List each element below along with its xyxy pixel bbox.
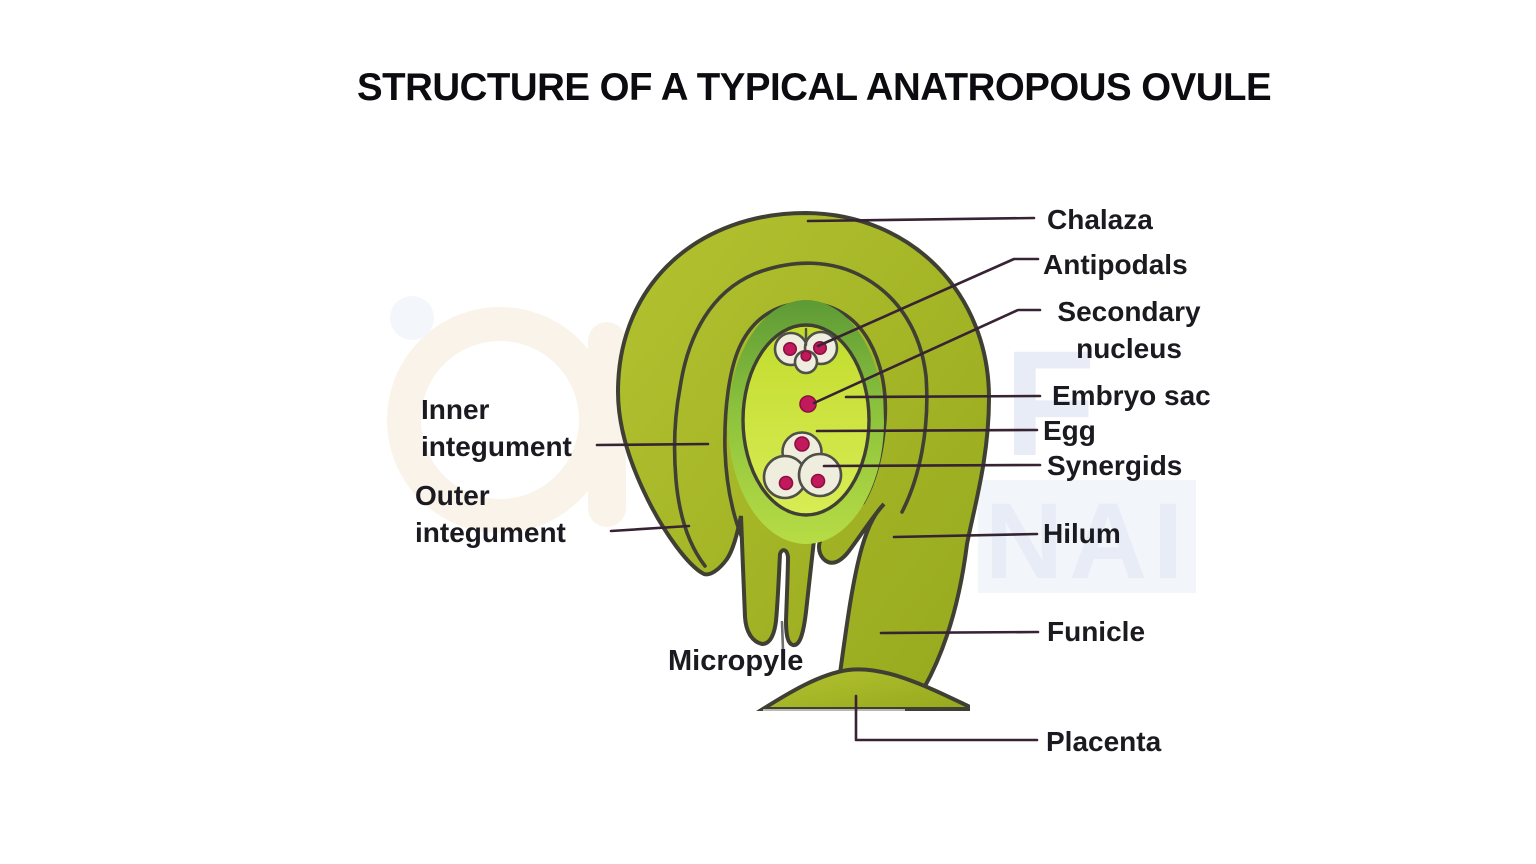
antipodal-nucleus	[800, 350, 812, 362]
placenta-shape	[756, 667, 970, 711]
label-egg: Egg	[1043, 415, 1096, 446]
antipodal-nucleus	[782, 341, 797, 356]
label-secondary-nucleus-line1: Secondary	[1057, 296, 1201, 327]
label-hilum: Hilum	[1043, 518, 1121, 549]
secondary-nucleus-dot	[799, 395, 817, 413]
label-inner-integument-line2: integument	[421, 431, 572, 462]
synergid-nucleus	[778, 475, 794, 491]
label-funicle: Funicle	[1047, 616, 1146, 647]
label-micropyle: Micropyle	[668, 645, 804, 677]
label-embryo-sac: Embryo sac	[1052, 380, 1211, 411]
leader-antipodals	[816, 257, 1040, 348]
leader-lines	[595, 216, 1042, 742]
label-synergids: Synergids	[1047, 450, 1183, 481]
antipodal-cells	[773, 327, 839, 375]
label-chalaza: Chalaza	[1047, 204, 1153, 235]
label-inner-integument: Inner integument	[421, 391, 572, 465]
label-placenta: Placenta	[1046, 726, 1162, 757]
leader-chalaza	[806, 216, 1036, 223]
outer-integument-boundary-line	[672, 261, 929, 568]
egg-apparatus	[762, 431, 843, 500]
label-outer-integument-line2: integument	[415, 517, 566, 548]
leader-inner-integument	[595, 442, 710, 447]
leader-funicle	[879, 630, 1040, 635]
leader-egg	[815, 428, 1039, 433]
page-title: STRUCTURE OF A TYPICAL ANATROPOUS OVULE	[357, 66, 1272, 109]
label-outer-integument: Outer integument	[415, 477, 566, 551]
leader-outer-integument	[609, 524, 691, 533]
egg-nucleus	[794, 436, 810, 452]
label-outer-integument-line1: Outer	[415, 480, 490, 511]
leader-placenta	[854, 694, 1039, 742]
watermark-dot	[390, 296, 434, 340]
label-secondary-nucleus-line2: nucleus	[1076, 333, 1182, 364]
label-antipodals: Antipodals	[1043, 249, 1188, 280]
leader-embryo-sac	[844, 394, 1042, 399]
leader-synergids	[822, 463, 1042, 468]
synergid-nucleus	[810, 473, 826, 489]
leader-micropyle	[780, 620, 785, 652]
label-inner-integument-line1: Inner	[421, 394, 490, 425]
leader-secondary-nucleus	[812, 308, 1042, 405]
leader-hilum	[892, 532, 1039, 539]
label-secondary-nucleus: Secondary nucleus	[1043, 293, 1215, 367]
